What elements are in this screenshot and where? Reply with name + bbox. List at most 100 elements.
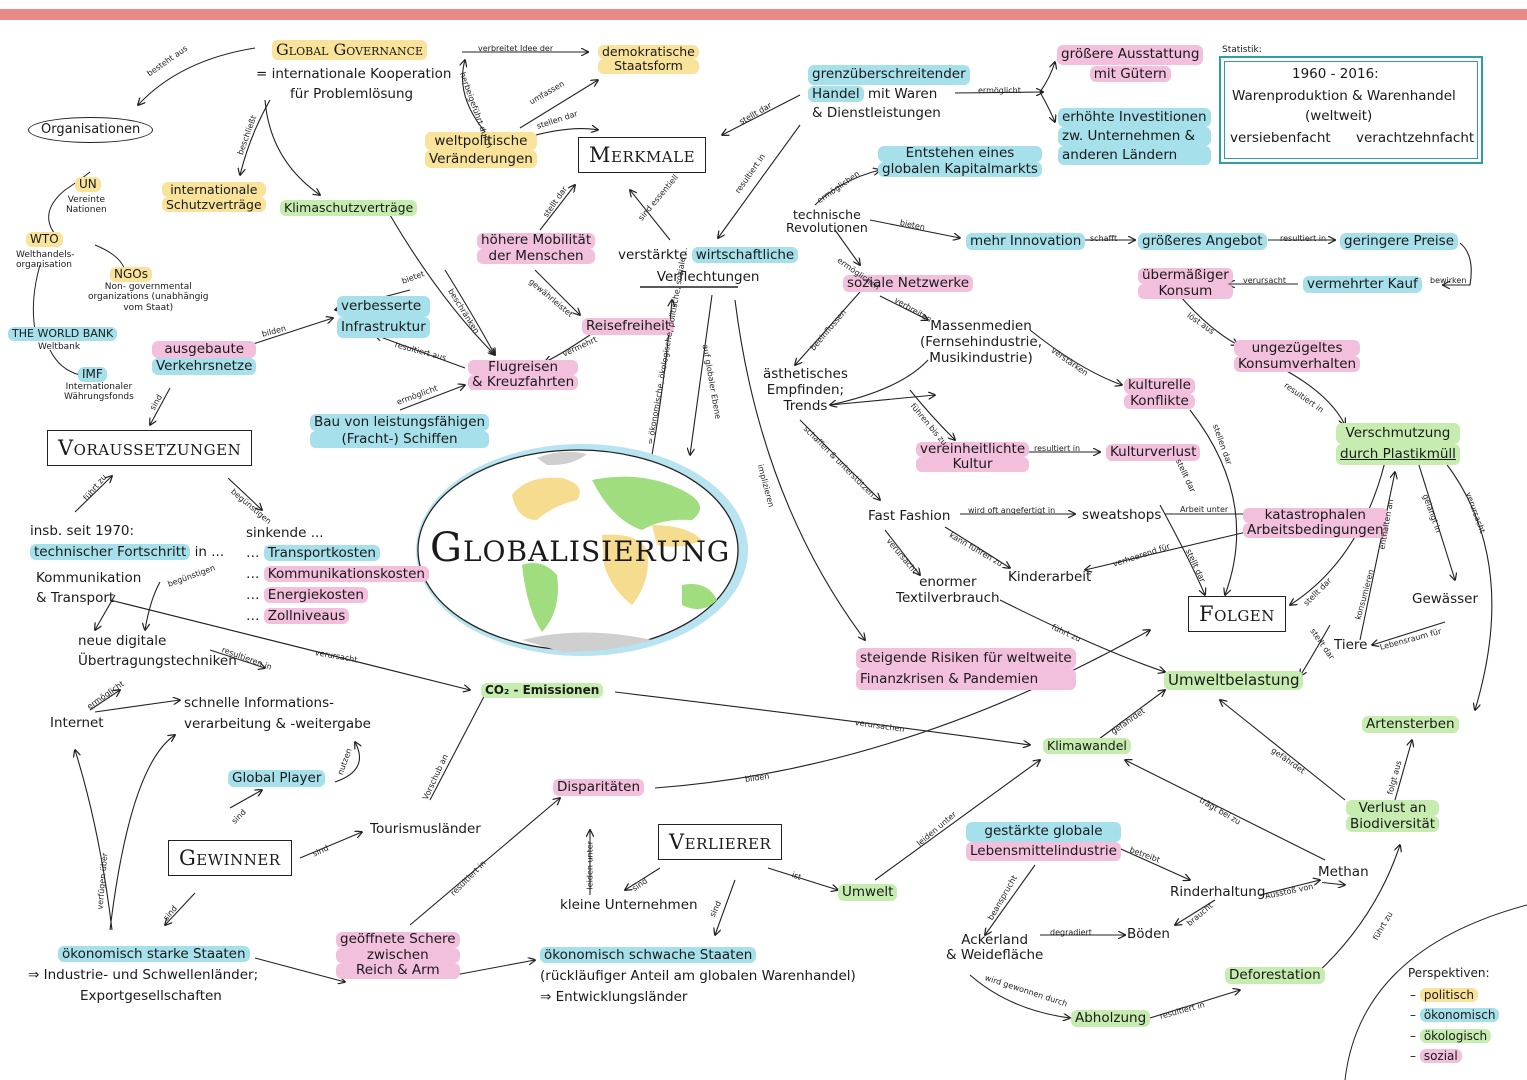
- arrow: [1029, 329, 1122, 385]
- node-klimawandel: Klimawandel: [1043, 738, 1131, 754]
- link-label: resultiert in: [1280, 234, 1327, 243]
- node-seit1970: insb. seit 1970:technischer Fortschritt …: [30, 523, 225, 560]
- node-wto: WTO: [26, 232, 63, 247]
- arrow: [830, 359, 929, 405]
- node-gewaesser: Gewässer: [1412, 591, 1479, 607]
- node-tiere: Tiere: [1334, 637, 1368, 653]
- arrow: [718, 124, 801, 238]
- node-ackerland: Ackerland& Weidefläche: [946, 932, 1044, 963]
- link-label: leiden unter: [585, 841, 595, 890]
- node-rinderhaltung: Rinderhaltung: [1170, 884, 1266, 900]
- statistik-box: [1219, 56, 1483, 164]
- link-label: verbreitet Idee der: [478, 44, 554, 53]
- node-wto-sub: Welthandels-organisation: [16, 250, 75, 271]
- arrow: [463, 60, 486, 133]
- section-merkmale: Merkmale: [578, 137, 707, 174]
- node-kommkosten: … Kommunikationskosten: [246, 566, 429, 583]
- arrow: [1321, 883, 1346, 886]
- node-handel: grenzüberschreitender Handel mit Waren &…: [808, 65, 970, 124]
- link-label: bewirken: [1430, 276, 1467, 285]
- arrow: [869, 219, 960, 238]
- arrow: [1259, 880, 1320, 896]
- legend-title: Perspektiven:: [1408, 966, 1490, 980]
- arrow: [1094, 690, 1165, 743]
- arrow: [1085, 529, 1256, 570]
- link-label: Arbeit unter: [1180, 505, 1229, 514]
- arrow: [614, 691, 1030, 745]
- arrow: [1443, 242, 1472, 285]
- legend-item-oekonomisch: – ökonomisch: [1410, 1008, 1500, 1022]
- diagram-title: Globalisierung: [430, 525, 731, 571]
- arrow: [74, 476, 112, 513]
- arrow: [409, 798, 560, 926]
- arrow: [654, 630, 1150, 789]
- arrow: [1290, 461, 1386, 605]
- node-internet: Internet: [50, 715, 104, 731]
- top-accent-bar: [0, 9, 1527, 20]
- section-voraussetzungen: Voraussetzungen: [47, 430, 253, 467]
- node-kauf: vermehrter Kauf: [1303, 276, 1422, 293]
- arrow: [75, 750, 113, 931]
- arrow: [165, 892, 196, 925]
- arrow: [1149, 990, 1240, 1019]
- node-kleine-unternehmen: kleine Unternehmen: [560, 897, 698, 913]
- arrow: [249, 318, 333, 346]
- arrow: [89, 690, 120, 711]
- statistik-right: verachtzehnfacht: [1356, 130, 1475, 146]
- node-boeden: Böden: [1127, 926, 1170, 942]
- arrow: [375, 335, 466, 369]
- arrow: [999, 599, 1165, 672]
- statistik-period: 1960 - 2016:: [1292, 66, 1379, 82]
- arrow: [227, 477, 262, 510]
- node-globalplayer: Global Player: [228, 770, 326, 787]
- arrow: [795, 291, 861, 365]
- arrow: [1159, 504, 1205, 595]
- arrow: [299, 832, 362, 859]
- node-un: UN: [75, 177, 101, 192]
- arrow: [444, 269, 495, 355]
- node-schiffe: Bau von leistungsfähigen(Fracht-) Schiff…: [310, 414, 490, 448]
- arrow: [625, 867, 661, 890]
- node-tourismus: Tourismusländer: [370, 821, 481, 837]
- arrow: [1039, 91, 1055, 122]
- arrow: [389, 214, 495, 355]
- arrow: [1359, 472, 1395, 641]
- arrow: [145, 581, 161, 630]
- node-global-governance: Global Governance: [272, 40, 428, 60]
- arrow: [954, 92, 1043, 93]
- arrow: [254, 957, 345, 982]
- node-disparitaeten: Disparitäten: [553, 779, 645, 796]
- node-fastfashion: Fast Fashion: [868, 508, 951, 524]
- arrow: [334, 742, 360, 783]
- arrow: [454, 960, 535, 976]
- node-energie: … Energiekosten: [246, 587, 368, 604]
- arrow: [722, 94, 801, 135]
- node-angebot: größeres Angebot: [1138, 233, 1267, 250]
- statistik-subjects: Warenproduktion & Warenhandel: [1232, 88, 1456, 104]
- node-worldbank-sub: Weltbank: [38, 342, 81, 352]
- legend-label: ökonomisch: [1419, 1008, 1500, 1022]
- statistik-scope: (weltweit): [1305, 108, 1373, 124]
- arrow: [1179, 295, 1238, 345]
- arrow: [985, 864, 1036, 935]
- node-umwelt: Umwelt: [838, 884, 898, 901]
- arrow: [94, 700, 180, 713]
- link-label: resultiert in: [1034, 444, 1081, 453]
- arrow: [109, 599, 470, 690]
